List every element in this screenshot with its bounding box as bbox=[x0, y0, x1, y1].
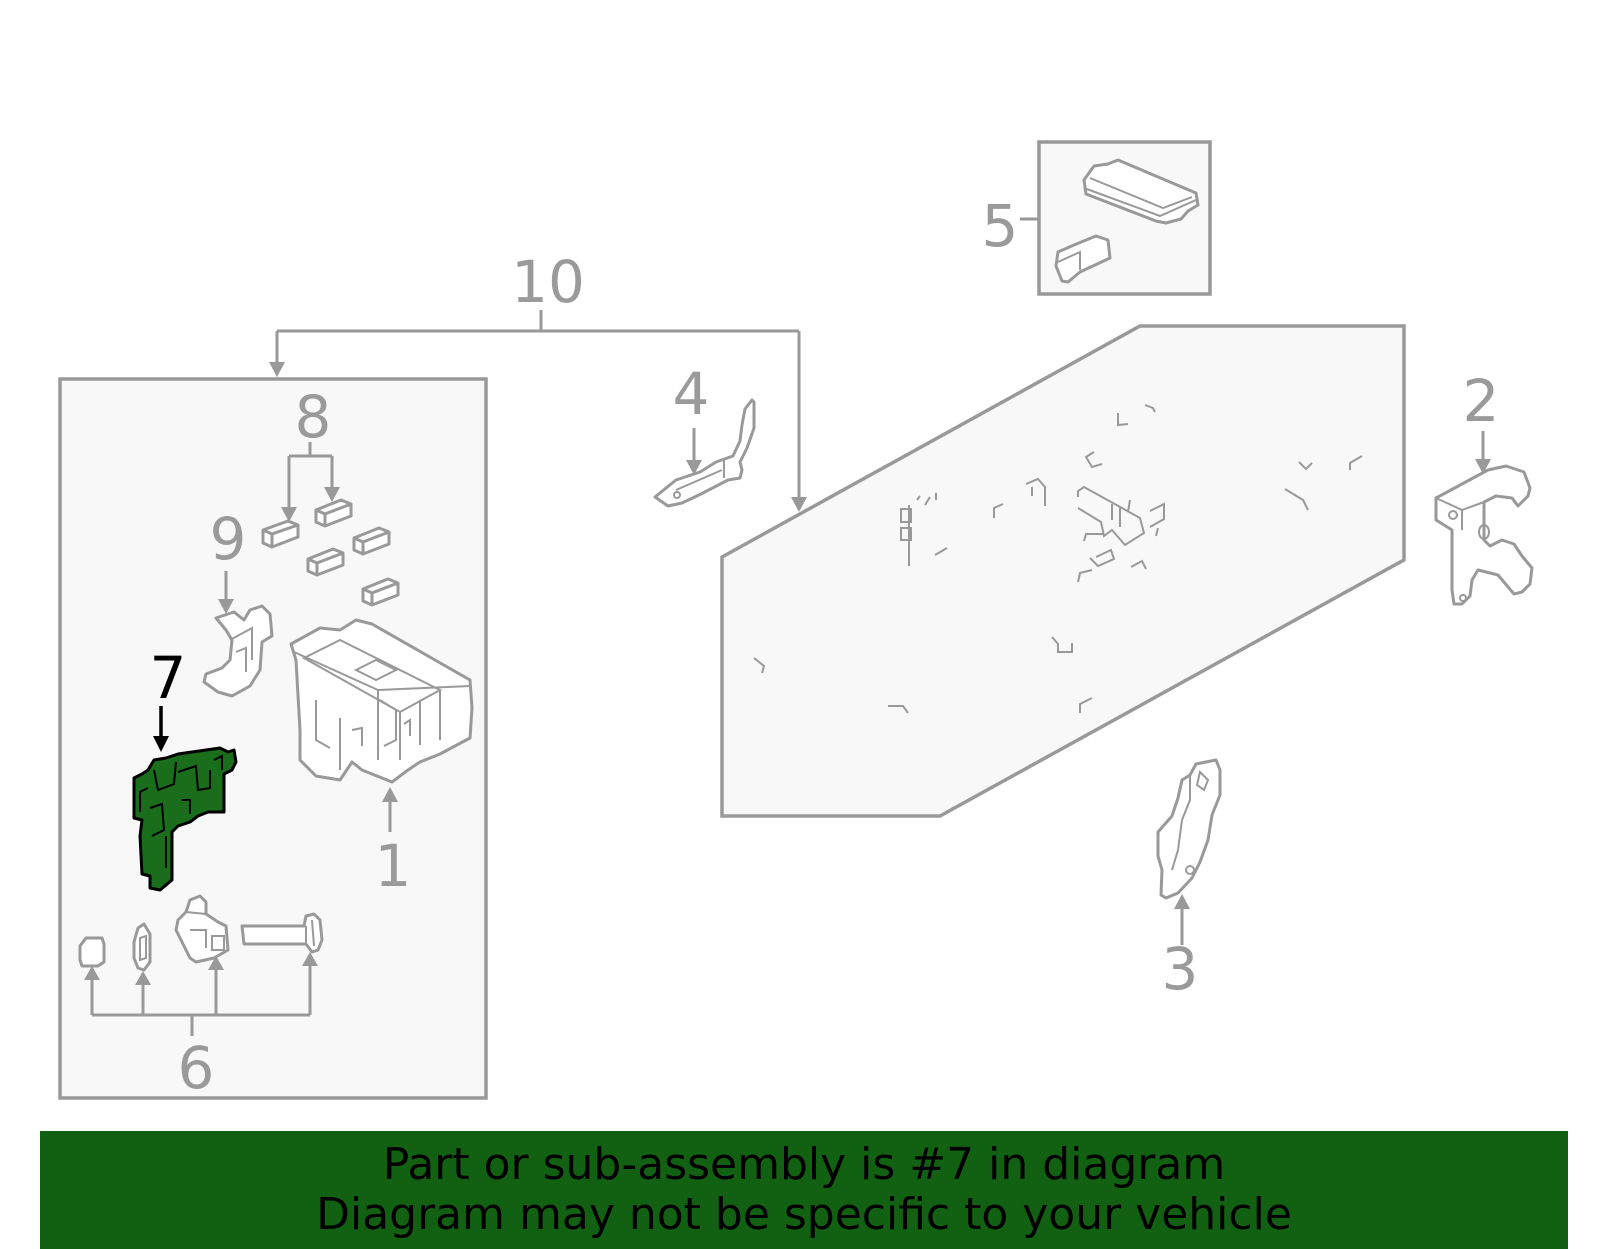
part-5-drawing[interactable] bbox=[1054, 158, 1200, 284]
part-2-drawing[interactable] bbox=[1434, 464, 1534, 606]
callout-3: 3 bbox=[1162, 935, 1199, 1003]
callout-7: 7 bbox=[150, 644, 187, 712]
callout-3-leader bbox=[1174, 894, 1190, 945]
part-1-drawing[interactable] bbox=[289, 618, 474, 784]
callout-1-leader bbox=[382, 787, 398, 832]
callout-5: 5 bbox=[982, 192, 1019, 260]
banner-line-1: Part or sub-assembly is #7 in diagram bbox=[382, 1139, 1226, 1190]
callout-6: 6 bbox=[178, 1034, 215, 1102]
callout-8-leader bbox=[281, 442, 340, 522]
part-8-clips-drawing[interactable] bbox=[261, 498, 400, 607]
callout-8: 8 bbox=[295, 383, 332, 451]
part-6-drawing[interactable] bbox=[78, 894, 324, 972]
part-4-drawing[interactable] bbox=[653, 398, 756, 508]
callout-2-leader bbox=[1475, 431, 1491, 474]
callout-6-leader bbox=[84, 952, 318, 1036]
callout-9: 9 bbox=[210, 505, 247, 573]
callout-7-leader bbox=[153, 706, 169, 752]
callout-4-leader bbox=[686, 428, 702, 475]
callout-10: 10 bbox=[511, 248, 585, 316]
callout-9-leader bbox=[218, 571, 234, 614]
callout-4: 4 bbox=[673, 360, 710, 428]
callout-2: 2 bbox=[1463, 367, 1500, 435]
callout-1: 1 bbox=[375, 832, 412, 900]
info-banner: Part or sub-assembly is #7 in diagram Di… bbox=[40, 1131, 1568, 1249]
part-7-drawing-highlighted[interactable] bbox=[132, 746, 238, 892]
banner-line-2: Diagram may not be specific to your vehi… bbox=[316, 1189, 1292, 1240]
part-3-drawing[interactable] bbox=[1156, 758, 1222, 900]
callout-10-leader bbox=[269, 310, 807, 512]
cover-panel-drawing[interactable] bbox=[720, 324, 1406, 818]
part-9-drawing[interactable] bbox=[202, 604, 274, 698]
